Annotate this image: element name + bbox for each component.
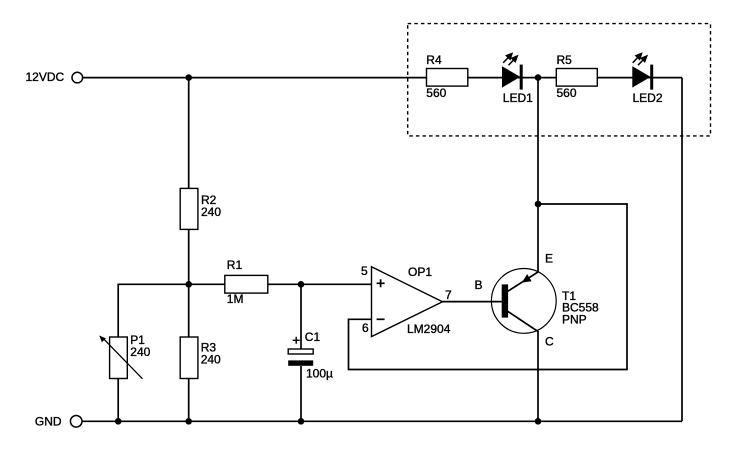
svg-text:5: 5 — [361, 264, 368, 278]
svg-text:6: 6 — [362, 321, 369, 335]
svg-text:LM2904: LM2904 — [407, 322, 451, 336]
svg-text:C1: C1 — [305, 330, 321, 344]
svg-text:560: 560 — [557, 86, 577, 100]
svg-text:R3: R3 — [201, 341, 217, 355]
svg-text:560: 560 — [426, 86, 446, 100]
svg-text:PNP: PNP — [562, 312, 587, 326]
svg-text:100µ: 100µ — [306, 366, 333, 380]
svg-text:R5: R5 — [557, 53, 573, 67]
svg-text:T1: T1 — [562, 289, 576, 303]
svg-text:240: 240 — [201, 353, 221, 367]
svg-text:B: B — [475, 278, 483, 292]
svg-text:GND: GND — [35, 414, 62, 428]
svg-text:BC558: BC558 — [562, 301, 599, 315]
svg-text:240: 240 — [201, 205, 221, 219]
svg-text:7: 7 — [445, 288, 452, 302]
svg-text:240: 240 — [130, 345, 150, 359]
svg-text:LED1: LED1 — [503, 91, 533, 105]
svg-text:E: E — [545, 252, 553, 266]
svg-text:1M: 1M — [227, 292, 244, 306]
svg-text:LED2: LED2 — [633, 91, 663, 105]
svg-text:R4: R4 — [426, 53, 442, 67]
svg-text:P1: P1 — [130, 333, 145, 347]
svg-text:R2: R2 — [201, 193, 217, 207]
svg-text:R1: R1 — [227, 258, 243, 272]
svg-text:12VDC: 12VDC — [26, 70, 65, 84]
svg-text:C: C — [545, 335, 554, 349]
svg-text:OP1: OP1 — [408, 265, 432, 279]
